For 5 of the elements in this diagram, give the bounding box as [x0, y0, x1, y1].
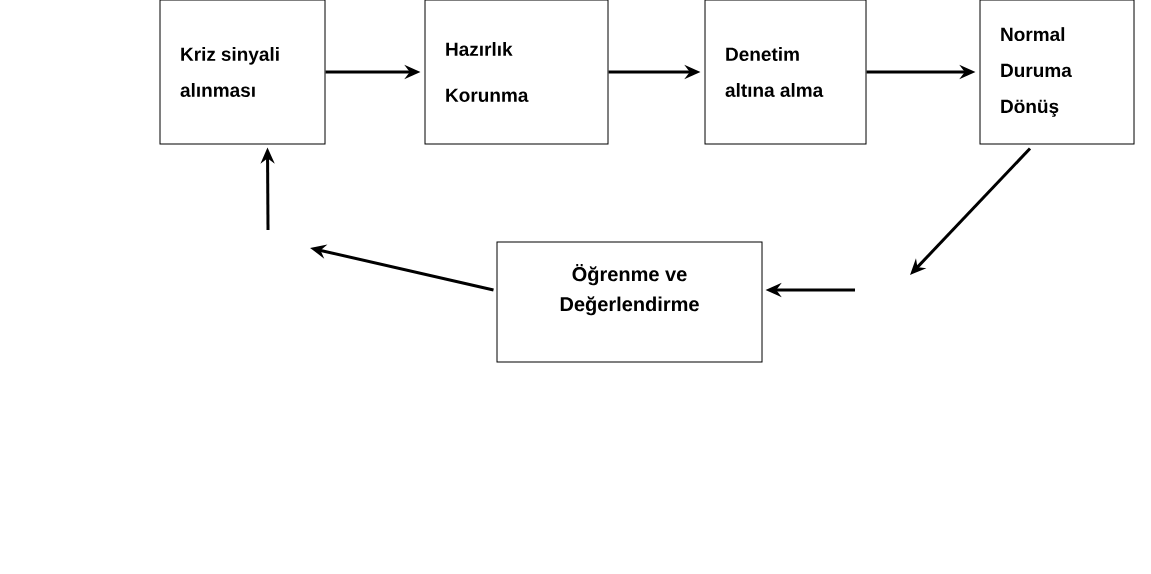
process-box: Normal Duruma Dönüş — [979, 0, 1135, 145]
process-box: Öğrenme ve Değerlendirme — [496, 241, 763, 363]
process-box: Hazırlık Korunma — [424, 0, 609, 145]
process-box: Kriz sinyali alınması — [159, 0, 326, 145]
process-box: Denetim altına alma — [704, 0, 867, 145]
